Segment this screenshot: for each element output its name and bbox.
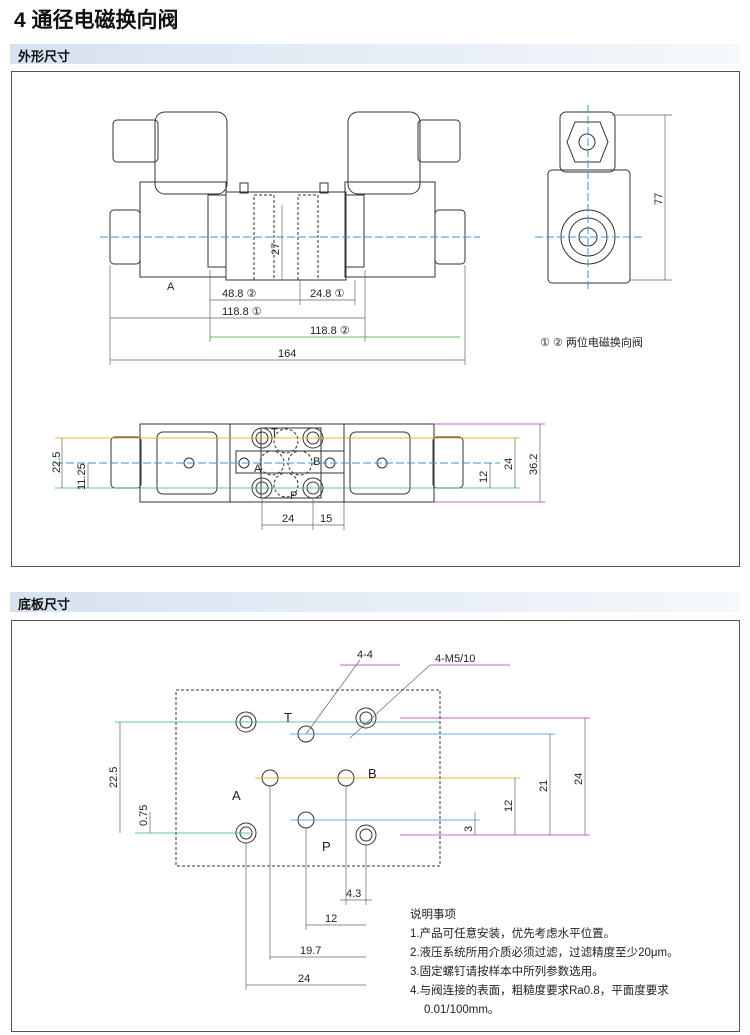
section-header-outline: 外形尺寸	[10, 44, 740, 64]
port-b: B	[368, 766, 377, 781]
note-item: 1.产品可任意安装，优先考虑水平位置。	[410, 928, 616, 940]
note-item: 3.固定螺钉请按样本中所列参数选用。	[410, 966, 604, 978]
dim-19-7: 19.7	[300, 945, 321, 957]
legend: ① ② 两位电磁换向阀	[540, 337, 643, 349]
outline-drawing-frame	[11, 71, 740, 567]
dim-22-5: 22.5	[108, 767, 120, 788]
port-a: A	[254, 463, 262, 475]
dim-12: 12	[478, 471, 490, 483]
section-title: 外形尺寸	[18, 49, 71, 64]
page-title: 4 通径电磁换向阀	[14, 9, 179, 32]
dim-24-v: 24	[503, 458, 515, 470]
base-plate-drawing-frame	[11, 620, 740, 1032]
note-item: 0.01/100mm。	[424, 1004, 500, 1016]
top-view-dimensions	[109, 205, 466, 365]
note-item: 4.与阀连接的表面，粗糙度要求Ra0.8，平面度要求	[410, 985, 669, 997]
dim-36-2: 36.2	[528, 454, 540, 475]
port-t: T	[284, 710, 292, 725]
callout-4-m5: 4-M5/10	[435, 653, 475, 665]
dim-118-8-2: 118.8 ②	[310, 325, 350, 337]
dim-11-25: 11.25	[76, 463, 88, 490]
dim-12-v: 12	[503, 800, 515, 812]
valve-top-view	[100, 111, 480, 281]
dim-12-h: 12	[325, 913, 337, 925]
callout-4-4: 4-4	[357, 649, 373, 661]
section-header-base-plate: 底板尺寸	[10, 592, 740, 612]
port-a: A	[232, 788, 241, 803]
notes: 说明事项 1.产品可任意安装，优先考虑水平位置。 2.液压系统所用介质必须过滤，…	[410, 906, 679, 1020]
port-t: T	[271, 427, 278, 439]
dim-24-h: 24	[298, 973, 310, 985]
dim-27: 27	[270, 243, 282, 255]
notes-heading: 说明事项	[410, 909, 456, 921]
dim-24-v: 24	[573, 773, 585, 785]
valve-bottom-view	[55, 423, 545, 530]
dim-77: 77	[653, 193, 665, 205]
note-item: 2.液压系统所用介质必须过滤，过滤精度至少20μm。	[410, 947, 679, 959]
dim-22-5: 22.5	[51, 452, 63, 473]
dim-24-8: 24.8 ①	[310, 288, 344, 300]
dim-0-75: 0.75	[138, 805, 150, 826]
dim-118-8-1: 118.8 ①	[222, 306, 262, 318]
base-plate-drawing	[115, 659, 590, 990]
dim-15: 15	[320, 513, 332, 525]
port-label-a: A	[167, 281, 175, 293]
dim-24-h: 24	[282, 513, 294, 525]
valve-side-view	[535, 105, 672, 290]
port-p: P	[290, 490, 297, 502]
dim-164: 164	[278, 348, 296, 360]
dim-48-8: 48.8 ②	[222, 288, 256, 300]
port-b: B	[313, 456, 320, 468]
dim-21: 21	[538, 780, 550, 792]
dim-3: 3	[463, 826, 475, 832]
port-p: P	[322, 839, 331, 854]
dim-4-3: 4.3	[346, 888, 361, 900]
section-title: 底板尺寸	[18, 597, 71, 612]
